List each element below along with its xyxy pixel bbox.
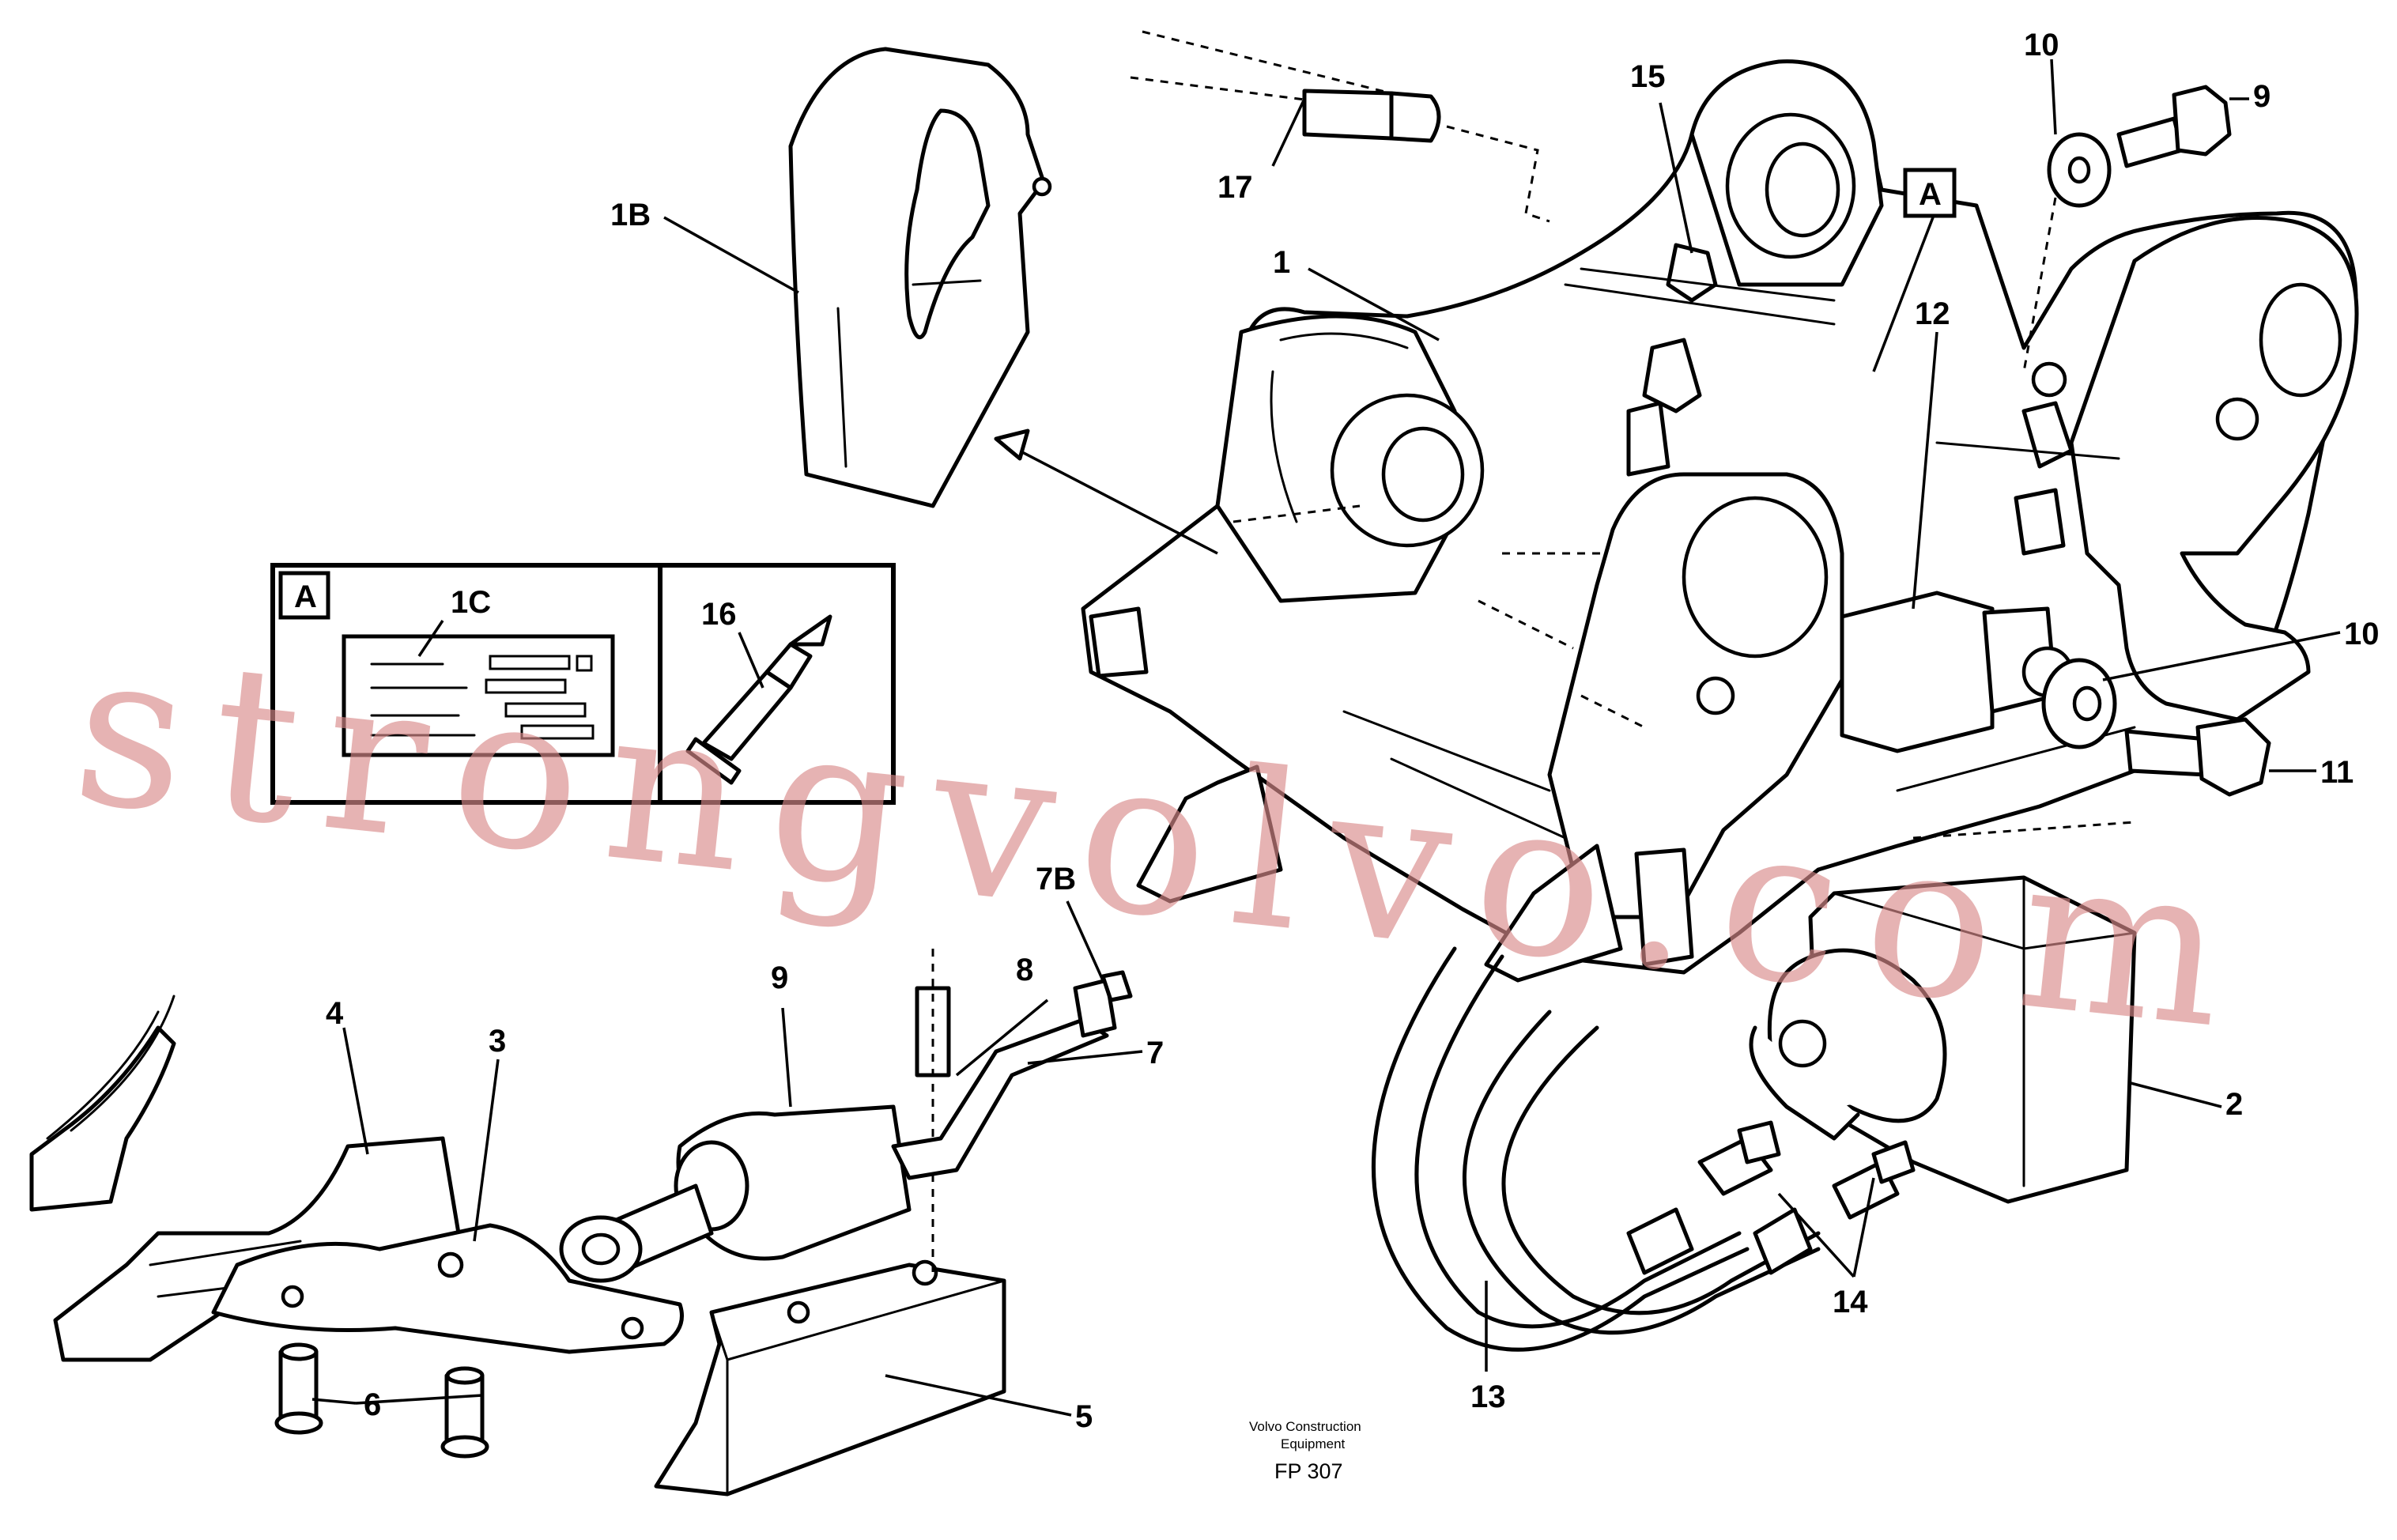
lock-cylinder-8	[559, 949, 951, 1283]
hydraulic-cylinder-2	[1749, 875, 2137, 1204]
inset-box-a	[270, 563, 896, 805]
hook-4	[29, 995, 461, 1362]
pin-6-left	[274, 1342, 323, 1435]
washer-10-top	[2022, 132, 2112, 372]
label-6: 6	[364, 1387, 381, 1422]
label-14: 14	[1833, 1285, 1868, 1319]
label-17: 17	[1217, 170, 1253, 205]
label-12: 12	[1915, 296, 1950, 331]
label-2: 2	[2225, 1087, 2243, 1122]
washer-10-right	[2041, 658, 2117, 749]
leader-lines	[311, 59, 2341, 1417]
label-unlabeled: 9	[771, 961, 788, 995]
label-3: 3	[489, 1024, 506, 1059]
label-1: 1	[1273, 245, 1290, 280]
label-9: 9	[2253, 79, 2271, 114]
label-1c: 1C	[451, 585, 491, 620]
bolt-11	[2124, 717, 2271, 797]
grease-tube-16	[685, 614, 832, 785]
label-4: 4	[326, 996, 344, 1031]
figure-code: FP 307	[1274, 1459, 1343, 1483]
label-7b: 7B	[1036, 862, 1076, 896]
label-1b: 1B	[610, 198, 651, 232]
fitting-14-left	[1697, 1120, 1781, 1196]
bolt-9	[2116, 85, 2232, 168]
decal-marker-a	[1903, 168, 1957, 218]
company-line-1: Volvo Construction	[1249, 1419, 1361, 1434]
label-16: 16	[701, 597, 737, 632]
company-line-2: Equipment	[1281, 1436, 1346, 1451]
label-7: 7	[1146, 1036, 1164, 1070]
label-11: 11	[2320, 755, 2354, 790]
pin-6-right	[440, 1366, 489, 1459]
label-10-right: 10	[2344, 617, 2380, 651]
label-13: 13	[1470, 1380, 1506, 1414]
label-15: 15	[1630, 59, 1666, 94]
label-a: A	[1919, 177, 1942, 212]
rod-17	[1130, 30, 1550, 223]
detail-arrow	[994, 428, 1218, 555]
label-5: 5	[1075, 1399, 1093, 1434]
label-10-top: 10	[2024, 28, 2059, 62]
hose-assembly-13	[1372, 946, 1821, 1352]
wedge-5	[654, 1259, 1006, 1497]
plate-3	[211, 1223, 684, 1354]
quick-coupler-frame-1	[1081, 59, 2359, 983]
label-inset-a: A	[294, 579, 317, 614]
strap-7	[891, 970, 1133, 1180]
hook-plate-1b	[788, 47, 1052, 508]
label-8: 8	[1016, 953, 1033, 987]
callout-labels: 1B 1 17 15 12 10 9 10 11 2 14 13 4 3 6 5…	[294, 28, 2380, 1434]
figure-footer: Volvo Construction Equipment FP 307	[1249, 1419, 1361, 1483]
fitting-14-right	[1832, 1140, 1916, 1220]
